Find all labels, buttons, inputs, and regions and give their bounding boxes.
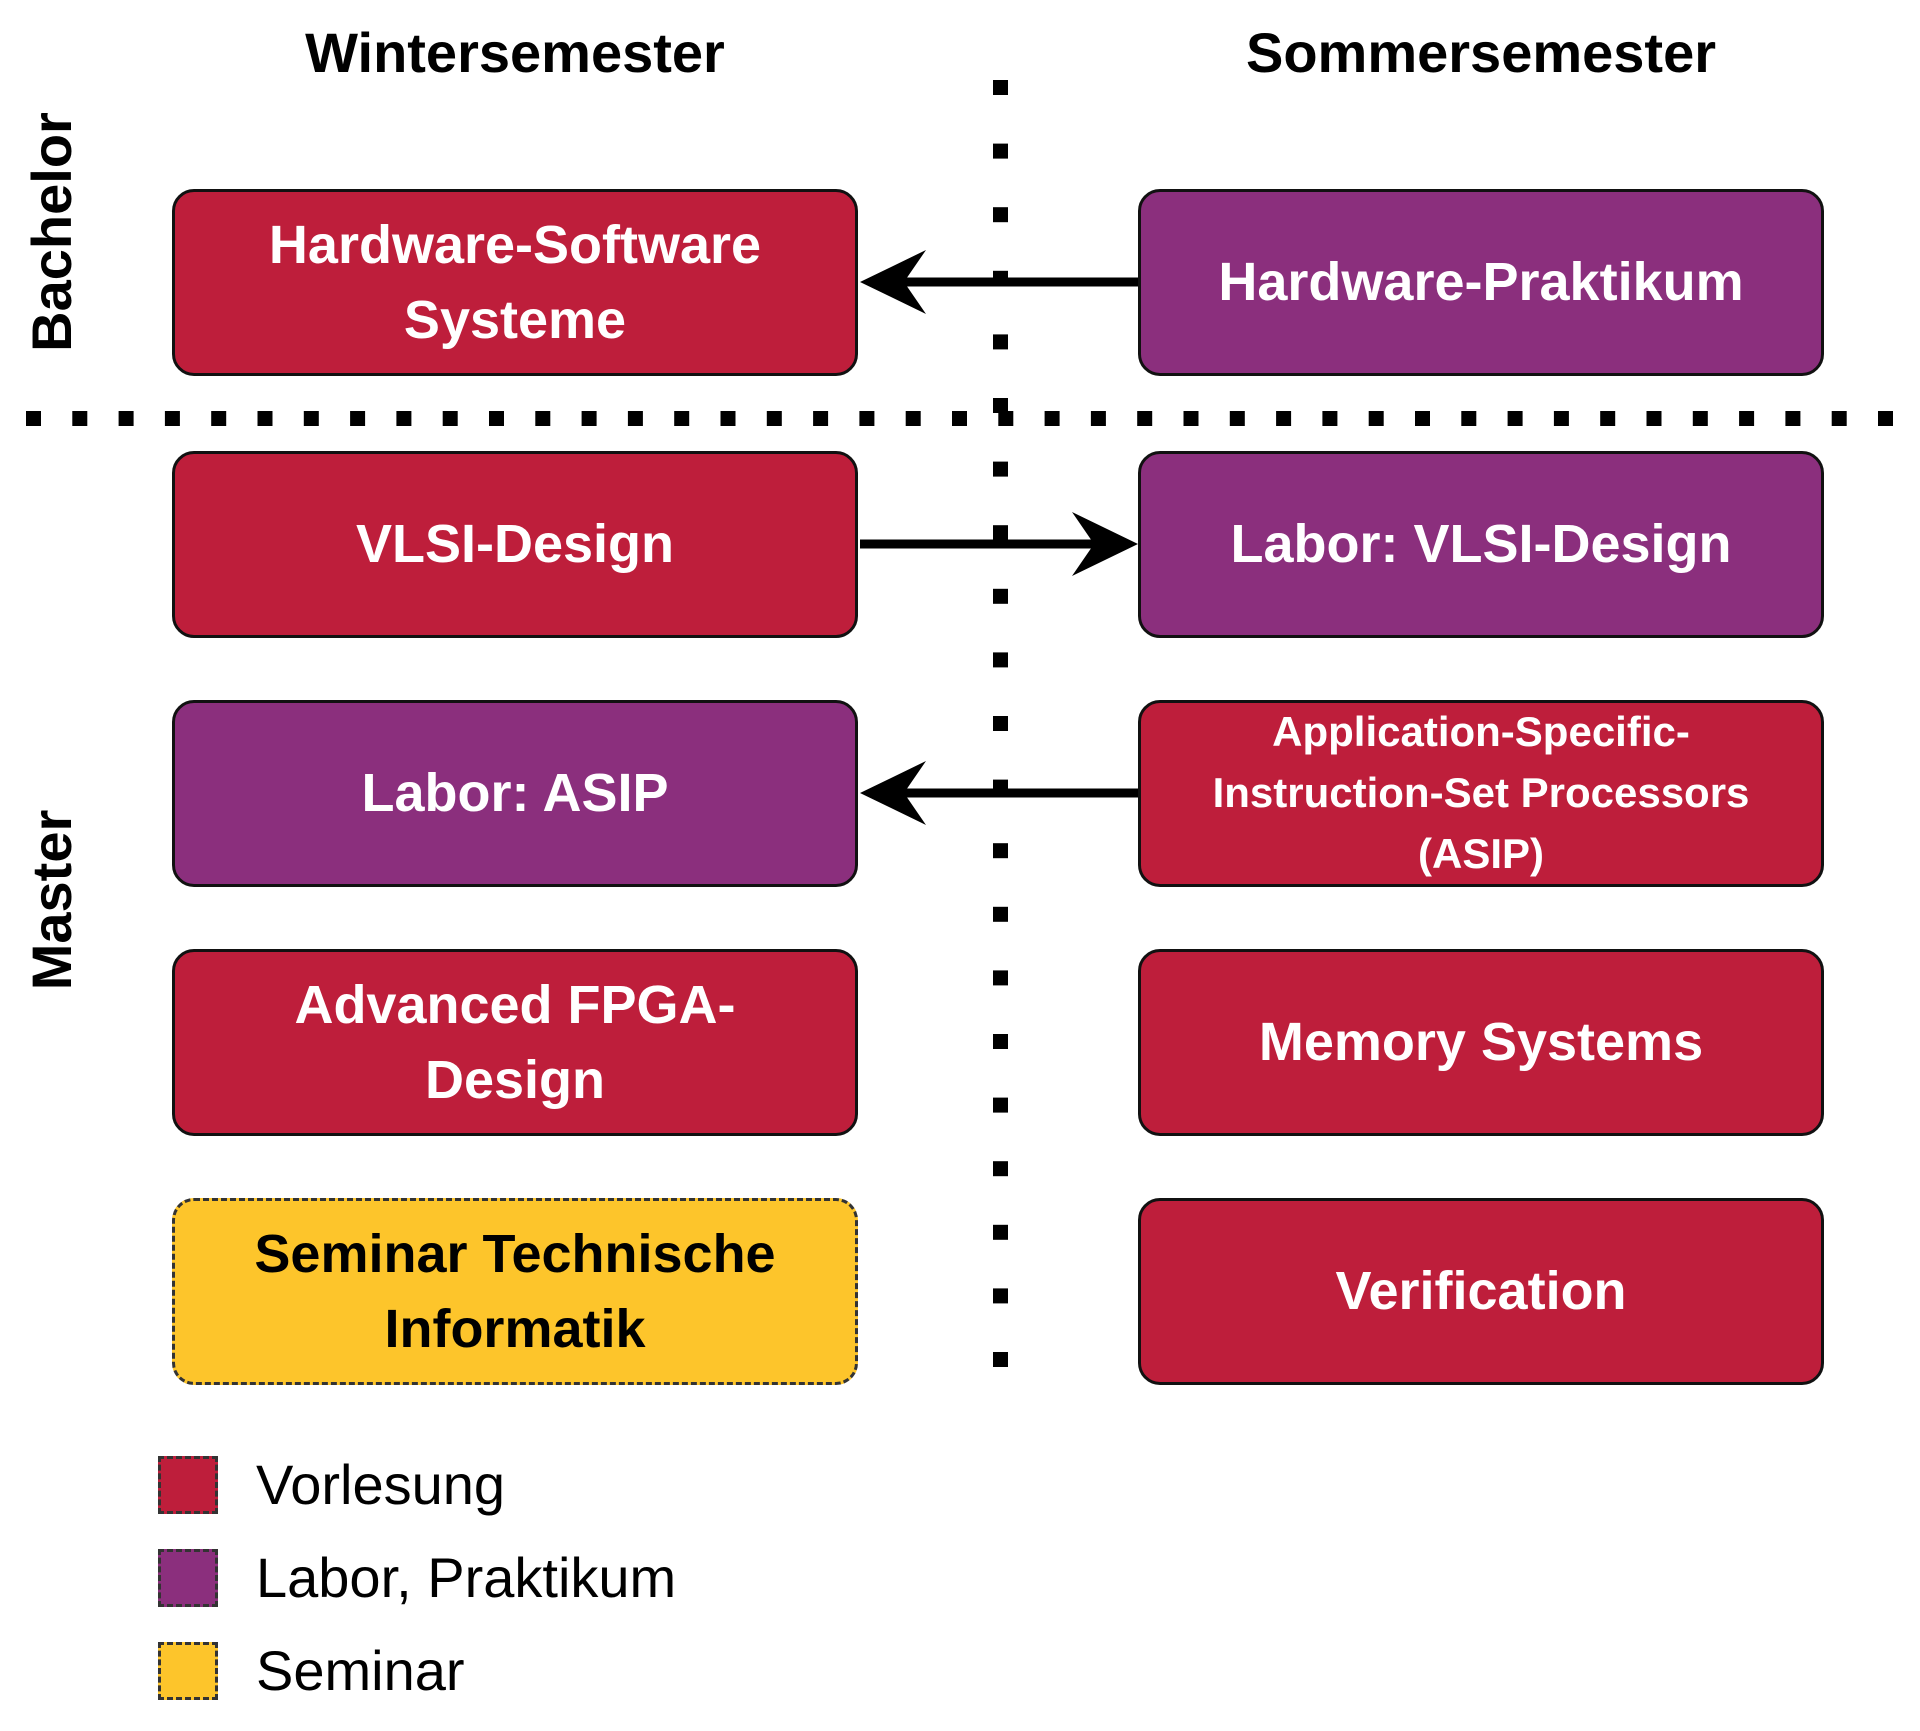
divider-dot <box>1137 411 1153 426</box>
divider-dot <box>1322 411 1338 426</box>
divider-dot <box>993 652 1008 668</box>
column-header-winter: Wintersemester <box>305 21 725 84</box>
divider-dot <box>993 1352 1008 1367</box>
divider-dot <box>993 906 1008 922</box>
course-memory-systems: Memory Systems <box>1138 949 1824 1136</box>
arrow-head <box>860 250 926 314</box>
arrow-head <box>860 761 926 825</box>
course-advanced-fpga-design: Advanced FPGA- Design <box>172 949 858 1136</box>
divider-dot <box>1507 411 1523 426</box>
course-asip: Application-Specific- Instruction-Set Pr… <box>1138 700 1824 887</box>
divider-dot <box>993 398 1008 413</box>
divider-dot <box>813 411 829 426</box>
divider-dot <box>993 525 1008 541</box>
course-title-line: Design <box>424 1049 606 1110</box>
column-header-summer: Sommersemester <box>1245 21 1717 84</box>
divider-dot <box>1831 411 1847 426</box>
divider-dot <box>993 843 1008 859</box>
divider-dot <box>1739 411 1755 426</box>
divider-dot <box>952 411 967 426</box>
divider-dot <box>993 588 1008 604</box>
divider-dot <box>1692 411 1708 426</box>
divider-dot <box>993 461 1008 477</box>
course-title-line: Labor: VLSI-Design <box>1230 514 1732 575</box>
divider-dot <box>1090 411 1106 426</box>
course-title-line: Informatik <box>384 1298 646 1359</box>
divider-dot <box>489 411 504 426</box>
legend-label-seminar: Seminar <box>256 1639 465 1702</box>
legend-label-vorlesung: Vorlesung <box>256 1453 506 1516</box>
course-title-line: Verification <box>1335 1261 1627 1322</box>
divider-dot <box>993 207 1008 223</box>
divider-dot <box>442 411 458 426</box>
divider-dot <box>1461 411 1477 426</box>
course-verification: Verification <box>1138 1198 1824 1385</box>
course-hardware-praktikum: Hardware-Praktikum <box>1138 189 1824 376</box>
divider-dot <box>350 411 366 426</box>
divider-dot <box>26 411 41 426</box>
divider-dot <box>674 411 690 426</box>
divider-dot <box>1878 411 1893 426</box>
course-title-line: Seminar Technische <box>254 1223 776 1284</box>
divider-dot <box>581 411 597 426</box>
arrow-head <box>1072 512 1138 576</box>
divider-dot <box>993 1161 1008 1177</box>
course-labor-vlsi-design: Labor: VLSI-Design <box>1138 451 1824 638</box>
divider-dot <box>396 411 412 426</box>
course-title-line: Application-Specific- <box>1272 708 1690 756</box>
divider-dot <box>303 411 319 426</box>
divider-dot <box>993 970 1008 986</box>
legend-label-labor: Labor, Praktikum <box>256 1546 677 1609</box>
divider-dot <box>1183 411 1199 426</box>
course-title-line: Memory Systems <box>1258 1012 1704 1073</box>
divider-dot <box>1785 411 1801 426</box>
divider-dot <box>993 716 1008 731</box>
legend-swatch-seminar <box>158 1642 218 1700</box>
divider-dot <box>1415 411 1430 426</box>
divider-dot <box>766 411 782 426</box>
course-title-line: Instruction-Set Processors <box>1212 769 1750 817</box>
divider-dot <box>72 411 88 426</box>
divider-dot <box>993 1224 1008 1240</box>
course-title-line: Hardware-Praktikum <box>1218 252 1744 313</box>
course-labor-asip: Labor: ASIP <box>172 700 858 887</box>
divider-dot <box>993 143 1008 159</box>
divider-dot <box>164 411 180 426</box>
divider-dot <box>993 1288 1008 1304</box>
divider-dot <box>998 411 1014 426</box>
divider-dot <box>1276 411 1292 426</box>
divider-dot <box>1600 411 1616 426</box>
divider-dot <box>1553 411 1569 426</box>
prerequisite-arrows <box>860 250 1138 825</box>
divider-dot <box>257 411 273 426</box>
divider-dot <box>535 411 551 426</box>
course-title-line: Labor: ASIP <box>361 763 669 824</box>
divider-dot <box>211 411 227 426</box>
legend-swatch-labor <box>158 1549 218 1607</box>
divider-dot <box>1044 411 1060 426</box>
divider-dot <box>118 411 134 426</box>
course-title-line: (ASIP) <box>1418 829 1544 877</box>
divider-dot <box>993 334 1008 350</box>
divider-dot <box>859 411 875 426</box>
divider-dot <box>993 80 1008 95</box>
divider-dot <box>1646 411 1662 426</box>
course-title-line: Systeme <box>403 289 627 350</box>
divider-dot <box>1229 411 1245 426</box>
divider-dot <box>627 411 643 426</box>
course-hardware-software-systeme: Hardware-Software Systeme <box>172 189 858 376</box>
course-seminar-technische-informatik: Seminar Technische Informatik <box>172 1198 858 1385</box>
divider-dot <box>720 411 736 426</box>
course-title-line: Hardware-Software <box>268 214 762 275</box>
divider-dot <box>1368 411 1384 426</box>
course-title-line: Advanced FPGA- <box>294 974 736 1035</box>
legend-swatch-vorlesung <box>158 1456 218 1514</box>
divider-dot <box>905 411 921 426</box>
divider-dot <box>993 1097 1008 1113</box>
course-title-line: VLSI-Design <box>355 514 675 575</box>
divider-dot <box>993 1034 1008 1049</box>
course-vlsi-design: VLSI-Design <box>172 451 858 638</box>
